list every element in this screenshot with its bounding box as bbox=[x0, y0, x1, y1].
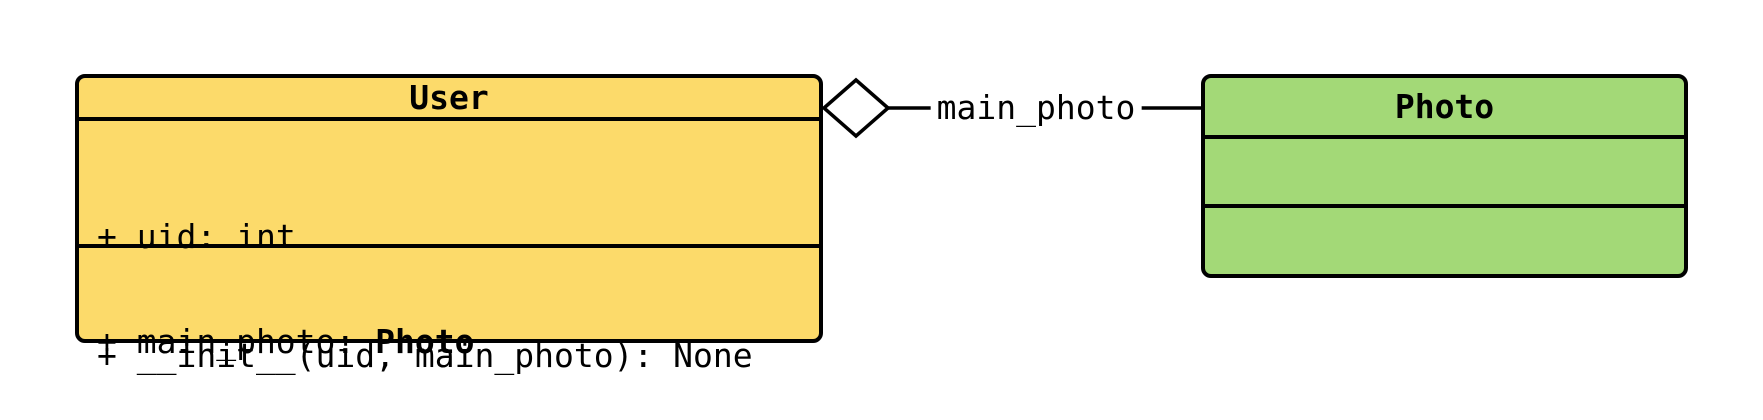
attribute-row-main-photo: + main_photo: Photo bbox=[97, 324, 819, 359]
class-title-user: User bbox=[409, 78, 489, 117]
class-box-user: User + uid: int + main_photo: Photo + __… bbox=[75, 74, 823, 373]
method-row-init: + __init__(uid, main_photo): None bbox=[97, 336, 753, 375]
class-header-user: User bbox=[79, 78, 819, 121]
class-box-photo: Photo bbox=[1201, 74, 1688, 278]
attributes-compartment-user: + uid: int + main_photo: Photo bbox=[79, 121, 819, 359]
methods-compartment-photo bbox=[1205, 208, 1684, 274]
attributes-compartment-photo bbox=[1205, 139, 1684, 208]
attribute-type: int bbox=[236, 217, 296, 256]
class-header-photo: Photo bbox=[1205, 78, 1684, 139]
attribute-label: + main_photo: bbox=[97, 322, 376, 361]
attribute-label: + uid: bbox=[97, 217, 237, 256]
class-title-photo: Photo bbox=[1394, 87, 1495, 126]
attribute-type-class-ref: Photo bbox=[375, 322, 475, 361]
attribute-row-uid: + uid: int bbox=[97, 219, 819, 254]
relationship-label: main_photo bbox=[930, 89, 1142, 127]
methods-compartment-user: + __init__(uid, main_photo): None bbox=[79, 248, 819, 420]
aggregation-diamond-icon bbox=[821, 77, 891, 139]
